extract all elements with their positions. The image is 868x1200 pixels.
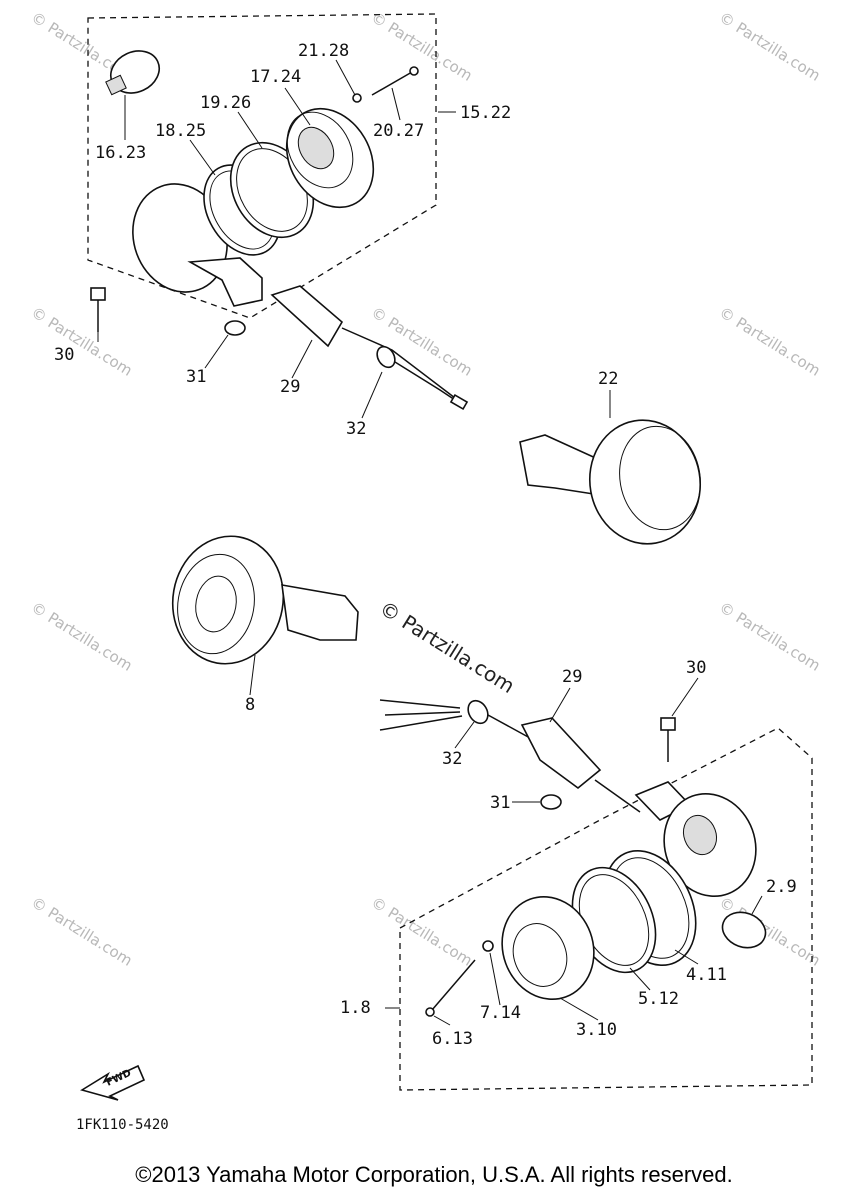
callout-17-24: 17.24 xyxy=(250,67,301,87)
callout-1-8: 1.8 xyxy=(340,998,371,1018)
upper-assembly xyxy=(87,13,469,411)
watermark: © Partzilla.com xyxy=(716,8,824,85)
watermark: © Partzilla.com xyxy=(716,598,824,675)
callout-29-upper: 29 xyxy=(280,377,300,397)
wire-grommet-upper xyxy=(376,345,469,411)
callout-29-lower: 29 xyxy=(562,667,582,687)
callout-18-25: 18.25 xyxy=(155,121,206,141)
group-box-upper xyxy=(87,13,437,319)
callout-4-11: 4.11 xyxy=(686,965,727,985)
bolt-lower xyxy=(660,717,676,762)
lower-assembly xyxy=(379,699,813,1091)
grommet-upper xyxy=(224,320,246,336)
callout-6-13: 6.13 xyxy=(432,1029,473,1049)
callout-15-22: 15.22 xyxy=(460,103,511,123)
bulb-lower xyxy=(721,911,767,949)
screw-upper xyxy=(371,66,419,96)
callout-16-23: 16.23 xyxy=(95,143,146,163)
callout-22: 22 xyxy=(598,369,618,389)
watermark-center: © Partzilla.com xyxy=(375,596,519,698)
callout-20-27: 20.27 xyxy=(373,121,424,141)
watermark: © Partzilla.com xyxy=(368,893,476,970)
bolt-upper xyxy=(90,287,106,332)
assembled-lamp-left xyxy=(171,535,359,665)
watermark: © Partzilla.com xyxy=(368,303,476,380)
callout-30-lower: 30 xyxy=(686,658,706,678)
callout-labels: 21.28 17.24 19.26 18.25 16.23 20.27 15.2… xyxy=(54,41,797,1049)
callout-32-lower: 32 xyxy=(442,749,462,769)
socket-lead-lower xyxy=(594,779,641,813)
callout-30-upper: 30 xyxy=(54,345,74,365)
housing-lower xyxy=(634,781,757,898)
callout-8: 8 xyxy=(245,695,255,715)
callout-31-upper: 31 xyxy=(186,367,206,387)
callout-31-lower: 31 xyxy=(490,793,510,813)
diagram-code: 1FK110-5420 xyxy=(76,1117,169,1133)
callout-21-28: 21.28 xyxy=(298,41,349,61)
callout-3-10: 3.10 xyxy=(576,1020,617,1040)
nut-lower xyxy=(482,940,494,952)
grommet-lower xyxy=(540,794,562,810)
leader-lines xyxy=(97,59,763,1026)
callout-7-14: 7.14 xyxy=(480,1003,521,1023)
watermark: © Partzilla.com xyxy=(368,8,476,85)
watermark: © Partzilla.com xyxy=(716,303,824,380)
callout-5-12: 5.12 xyxy=(638,989,679,1009)
screw-lower xyxy=(425,959,476,1017)
fwd-arrow-icon: FWD xyxy=(80,1064,146,1101)
housing-upper xyxy=(285,107,375,209)
callout-19-26: 19.26 xyxy=(200,93,251,113)
watermark: © Partzilla.com xyxy=(28,303,136,380)
wire-grommet-lower xyxy=(467,699,489,725)
socket-upper xyxy=(270,285,456,399)
socket-lower xyxy=(520,717,602,790)
wire-leads-lower xyxy=(379,699,463,731)
bulb-upper xyxy=(105,50,160,96)
callout-32-upper: 32 xyxy=(346,419,366,439)
watermark: © Partzilla.com xyxy=(28,598,136,675)
assembled-lamp-right xyxy=(519,419,702,545)
wire-lower xyxy=(487,714,531,739)
lens-lower xyxy=(501,895,595,1001)
watermark: © Partzilla.com xyxy=(28,893,136,970)
group-box-lower xyxy=(399,727,813,1091)
callout-2-9: 2.9 xyxy=(766,877,797,897)
nut-upper xyxy=(352,93,362,103)
copyright-notice: ©2013 Yamaha Motor Corporation, U.S.A. A… xyxy=(135,1162,733,1187)
stem-upper xyxy=(187,257,263,307)
